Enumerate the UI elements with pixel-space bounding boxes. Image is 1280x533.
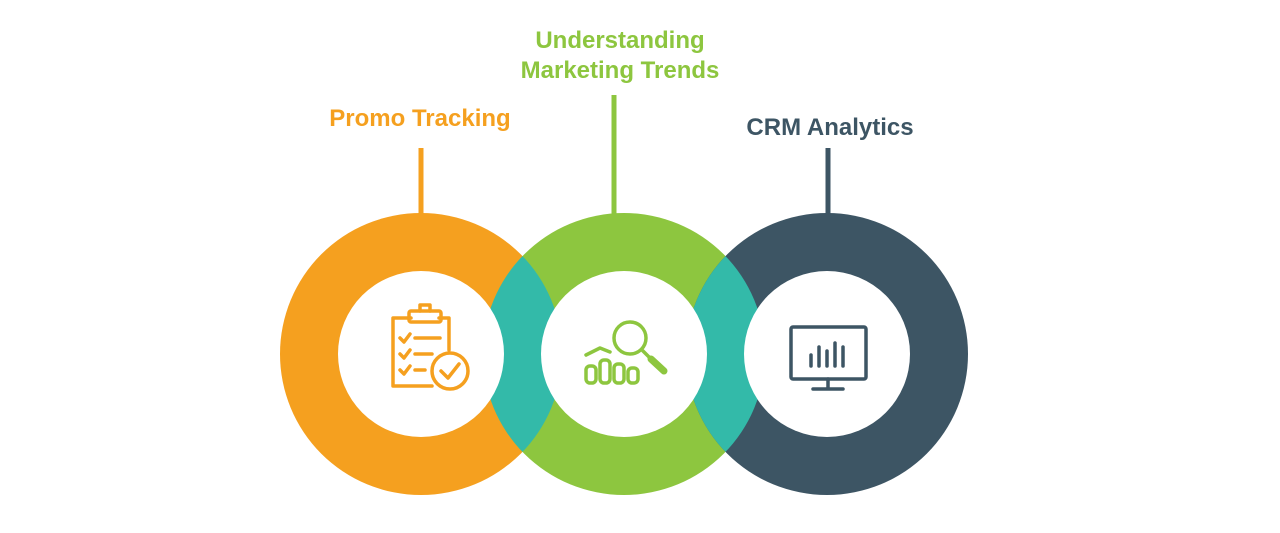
bar-chart-magnifier-icon — [584, 320, 668, 385]
marketing-trends-title-line1: Understanding — [535, 27, 705, 54]
clipboard-check-icon — [391, 303, 470, 391]
promo-tracking-title: Promo Tracking — [329, 105, 511, 132]
marketing-trends-title-line2: Marketing Trends — [520, 57, 720, 84]
monitor-chart-icon — [789, 325, 868, 391]
crm-analytics-title: CRM Analytics — [746, 114, 914, 141]
marketing-trends-title: Understanding Marketing Trends — [480, 26, 760, 86]
